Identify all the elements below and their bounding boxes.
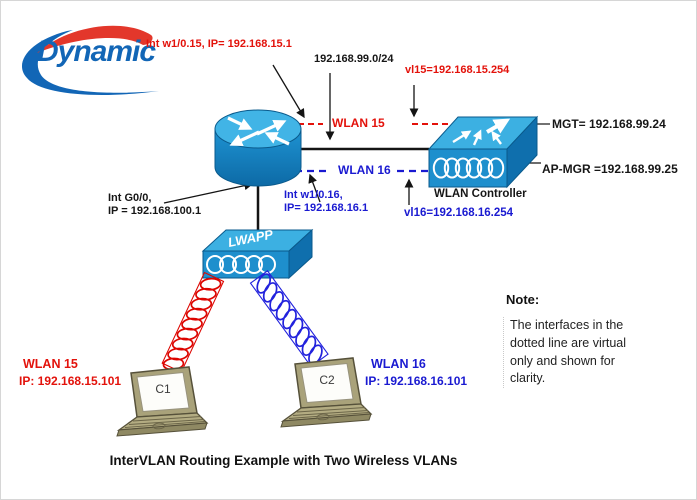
label-int-wlan15: Int w1/0.15, IP= 192.168.15.1: [146, 38, 292, 50]
ap-coil-glyph: [206, 255, 276, 274]
label-vl16: vl16=192.168.16.254: [404, 207, 514, 219]
diagram-title: InterVLAN Routing Example with Two Wirel…: [109, 453, 458, 468]
annotation-arrows: [163, 64, 419, 205]
label-int-g00-line2: IP = 192.168.100.1: [108, 205, 202, 217]
arrow-int-w016: [308, 173, 321, 203]
label-vl15: vl15=192.168.15.254: [405, 64, 510, 76]
label-c1-wlan: WLAN 15: [23, 357, 78, 371]
laptop-c2-name: C2: [319, 373, 335, 387]
label-int-wlan16: Int w1/0.16, IP= 192.168.16.1: [284, 189, 368, 215]
wlan-controller-icon: [427, 115, 539, 189]
lwapp-ap-icon: LWAPP: [201, 226, 314, 280]
dynamic-logo-text: Dynamic: [37, 35, 156, 68]
note-body: The interfaces in the dotted line are vi…: [503, 317, 648, 388]
label-ap-mgr: AP-MGR =192.168.99.25: [542, 162, 678, 176]
laptop-c2-icon: [280, 357, 372, 428]
label-c2-wlan: WLAN 16: [371, 357, 426, 371]
wlan16-radio-spring: [249, 270, 329, 368]
label-wlan-controller: WLAN Controller: [434, 188, 527, 200]
controller-arrows-glyph: [452, 118, 511, 146]
label-int-g00-line1: Int G0/0,: [108, 192, 152, 204]
label-c2-ip: IP: 192.168.16.101: [365, 374, 468, 388]
label-mgt: MGT= 192.168.99.24: [552, 117, 666, 131]
label-int-wlan16-line1: Int w1/0.16,: [284, 189, 343, 201]
router-icon: [214, 109, 302, 187]
arrow-int-g00: [163, 181, 254, 204]
label-int-g00: Int G0/0, IP = 192.168.100.1: [108, 192, 201, 218]
label-int-wlan16-line2: IP= 192.168.16.1: [284, 202, 369, 214]
label-wlan16-link: WLAN 16: [338, 163, 391, 177]
label-wlan15-link: WLAN 15: [332, 116, 385, 130]
label-c1-ip: IP: 192.168.15.101: [19, 374, 122, 388]
dynamic-logo-swoosh: [21, 25, 159, 95]
laptop-c1-icon: [116, 366, 208, 437]
label-subnet: 192.168.99.0/24: [314, 53, 394, 65]
laptop-c1-name: C1: [155, 382, 171, 396]
note-heading: Note:: [506, 292, 540, 307]
arrow-int-w015: [272, 64, 305, 119]
wlan15-radio-spring: [161, 271, 225, 373]
controller-coil-glyph: [432, 157, 505, 179]
